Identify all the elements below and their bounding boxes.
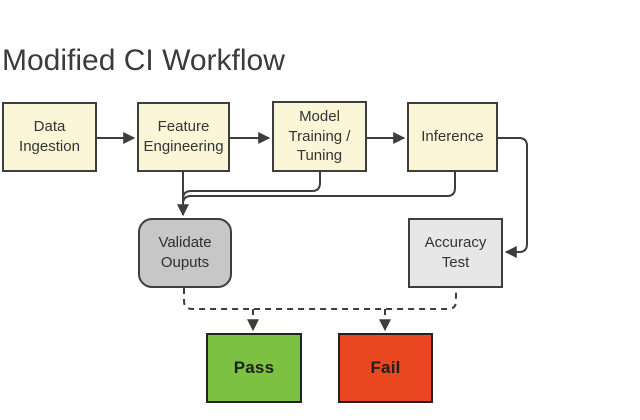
edge-inference-to-accuracy (498, 137, 528, 258)
node-label: Feature Engineering (143, 118, 224, 155)
node-label: Pass (233, 357, 275, 377)
edge-training-to-validate (182, 172, 321, 200)
node-feature-engineering: Feature Engineering (137, 102, 230, 172)
node-model-training: Model Training / Tuning (272, 101, 367, 172)
node-inference: Inference (407, 102, 498, 172)
node-label: Data Ingestion (19, 118, 80, 155)
node-accuracy-test: Accuracy Test (408, 218, 503, 288)
edge-results-bus (183, 288, 457, 310)
node-label: Validate Ouputs (158, 234, 212, 271)
node-fail: Fail (338, 333, 433, 403)
node-validate-outputs: Validate Ouputs (138, 218, 232, 288)
node-label: Inference (421, 128, 484, 146)
node-label: Accuracy Test (424, 234, 487, 271)
node-pass: Pass (206, 333, 302, 403)
node-label: Fail (370, 357, 401, 377)
node-data-ingestion: Data Ingestion (2, 102, 97, 172)
node-label: Model Training / Tuning (288, 107, 351, 165)
page-title: Modified CI Workflow (2, 44, 285, 77)
